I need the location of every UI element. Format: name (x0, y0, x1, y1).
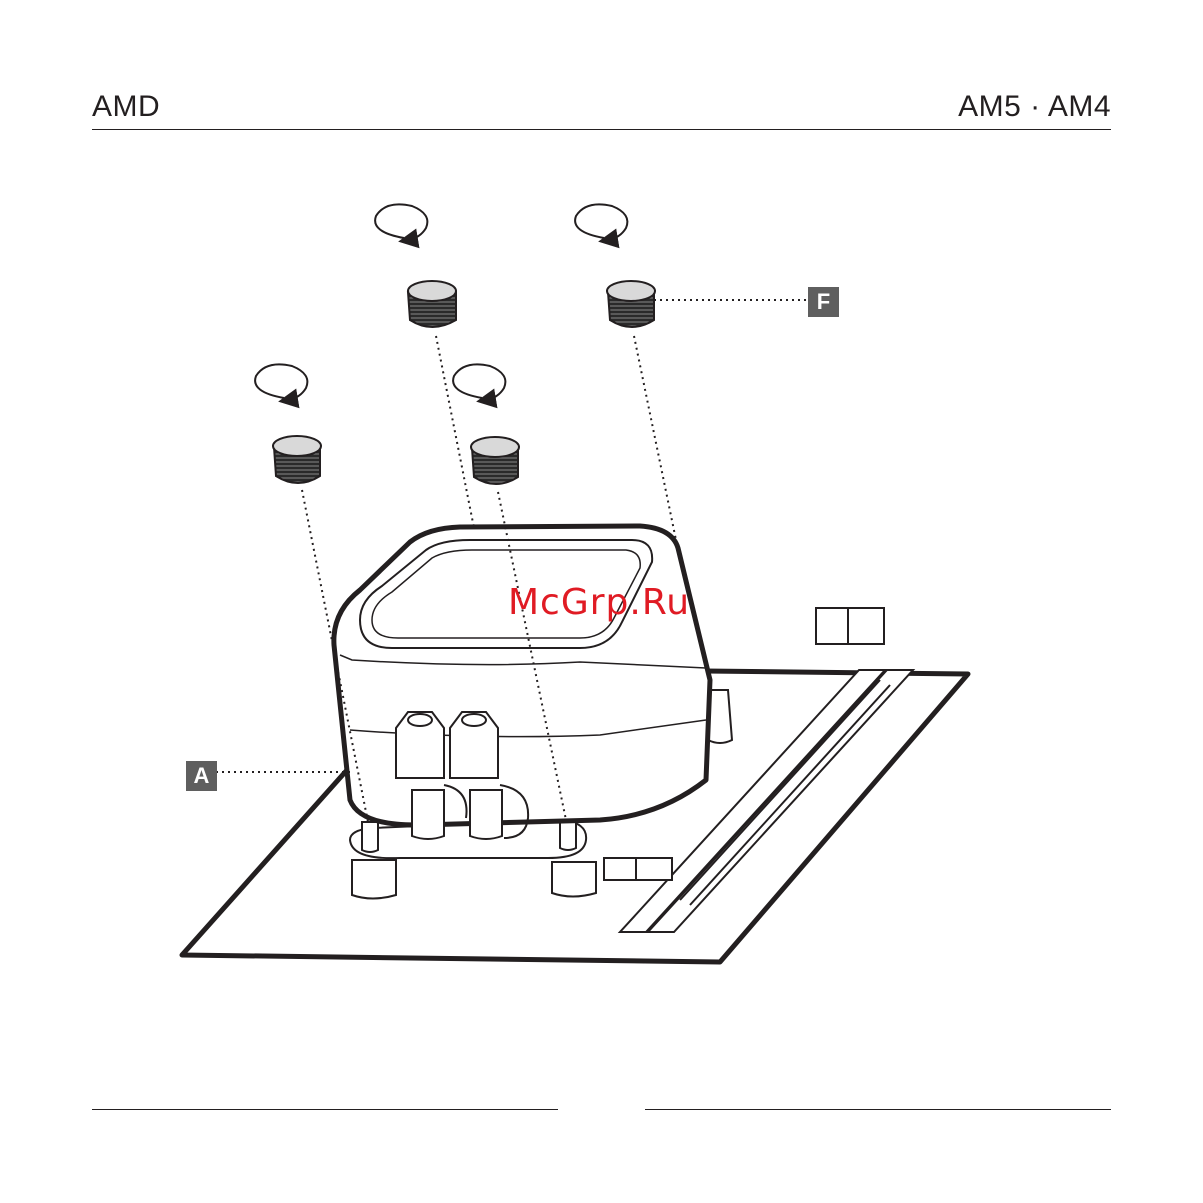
thumbscrew-front-right (471, 437, 519, 484)
watermark: McGrp.Ru (508, 582, 690, 623)
pump-block (334, 526, 710, 825)
thumbscrew-rear-left (408, 281, 456, 327)
thumbscrew-rear-right (607, 281, 655, 327)
footer-rule-right (645, 1109, 1111, 1110)
thumbscrew-front-left (273, 436, 321, 483)
callout-a: A (186, 761, 217, 791)
thumbscrew-icon (273, 281, 655, 484)
callout-f: F (808, 287, 839, 317)
footer-rule-left (92, 1109, 558, 1110)
